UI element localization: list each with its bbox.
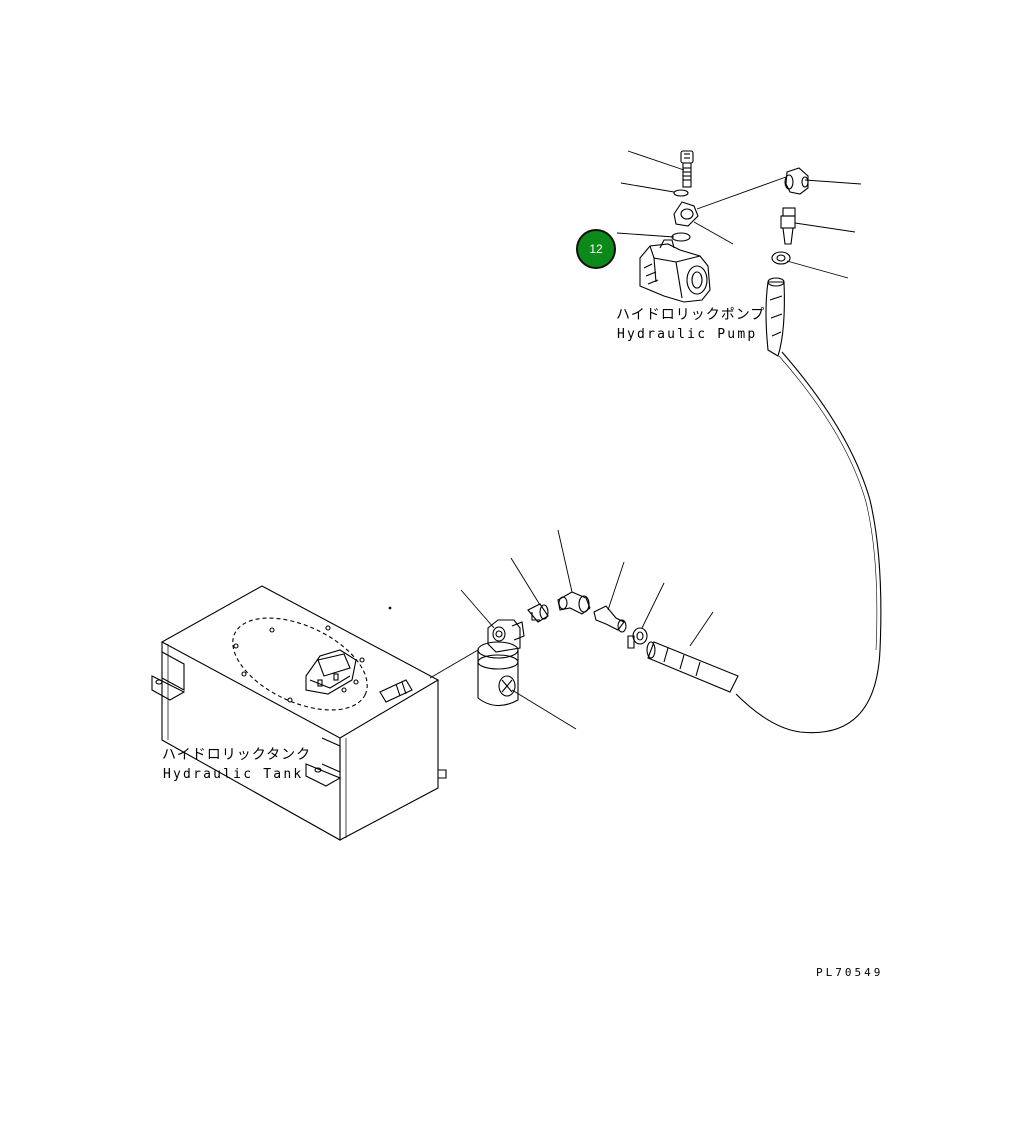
callout-marker-12[interactable]: 12 xyxy=(576,229,616,269)
hose-fitting-icon xyxy=(780,207,796,245)
hydraulic-pump-icon xyxy=(639,239,711,303)
pump-label-jp: ハイドロリックポンプ xyxy=(616,307,766,323)
filter-assembly xyxy=(429,529,739,730)
hose-clamp-icon xyxy=(771,251,791,265)
drawing-number: PL70549 xyxy=(816,966,884,979)
callout-number: 12 xyxy=(589,242,603,256)
filter-head-icon xyxy=(487,619,525,653)
hose-clamp-icon xyxy=(627,627,648,649)
hose-line xyxy=(735,351,882,734)
nipple-fitting-icon xyxy=(593,605,627,633)
elbow-fitting-icon xyxy=(557,591,591,615)
leader-lines-pump xyxy=(616,150,862,279)
tank-label-en: Hydraulic Tank xyxy=(163,767,304,782)
hydraulic-tank-icon xyxy=(151,585,447,841)
adapter-fitting-icon xyxy=(527,603,549,623)
pump-assembly xyxy=(616,150,862,357)
hose-segment-icon xyxy=(646,641,739,693)
o-ring-icon xyxy=(671,232,691,242)
pump-label-en: Hydraulic Pump xyxy=(617,327,758,342)
tank-label-jp: ハイドロリックタンク xyxy=(162,747,312,763)
hose-segment-icon xyxy=(765,277,785,357)
leader-lines-filter xyxy=(429,529,714,730)
bolt-icon xyxy=(680,150,694,188)
flange-elbow-icon xyxy=(673,201,699,227)
washer-icon xyxy=(673,189,689,197)
elbow-fitting-icon xyxy=(784,167,809,195)
